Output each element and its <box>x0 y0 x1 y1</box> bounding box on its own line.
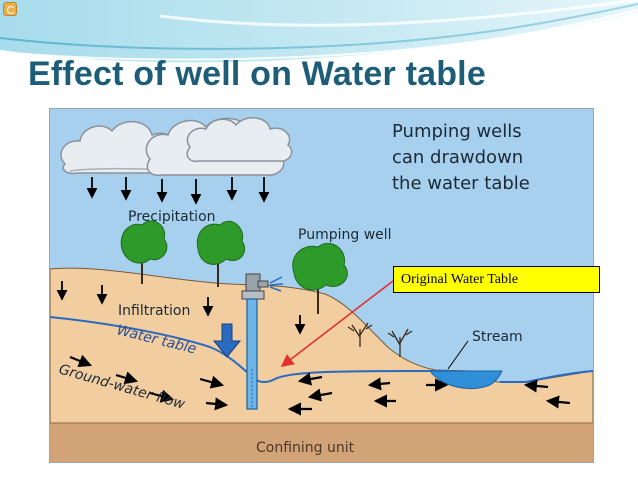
stream-leader-line <box>447 340 469 370</box>
stream-label: Stream <box>472 329 523 345</box>
ground-water-flow-arrows <box>69 354 571 416</box>
water-table-line <box>50 316 450 383</box>
pump-icon <box>241 273 284 300</box>
precipitation-label: Precipitation <box>128 209 216 225</box>
precipitation-arrows <box>86 177 270 205</box>
diagram-heading-line-1: Pumping wells <box>392 121 522 142</box>
swoosh-line <box>159 0 638 27</box>
pumping-well-label: Pumping well <box>298 227 392 243</box>
bush-icon <box>347 322 413 357</box>
confining-unit-layer <box>50 423 593 462</box>
infiltration-arrows <box>56 281 306 335</box>
callout-arrow <box>280 280 394 367</box>
diagram-heading-line-2: can drawdown <box>392 147 523 168</box>
groundwater-diagram: Pumping wells can drawdown the water tab… <box>50 109 593 462</box>
swoosh-line <box>0 9 638 61</box>
tree-icon <box>196 220 246 287</box>
diagram-heading-line-3: the water table <box>392 173 530 194</box>
tree-icon <box>120 220 168 284</box>
infiltration-label: Infiltration <box>118 303 190 319</box>
down-arrow-icon <box>212 323 242 358</box>
swoosh-band <box>0 0 638 63</box>
swoosh-line <box>0 3 638 50</box>
tree-icon <box>292 242 348 314</box>
app-logo-icon <box>3 2 17 16</box>
original-water-table-callout: Original Water Table <box>393 266 600 293</box>
well-casing <box>246 298 258 410</box>
diagram-frame: Pumping wells can drawdown the water tab… <box>49 108 594 463</box>
confining-unit-label: Confining unit <box>256 440 355 456</box>
cloud-icon <box>186 117 293 163</box>
slide-title: Effect of well on Water table <box>28 55 486 93</box>
